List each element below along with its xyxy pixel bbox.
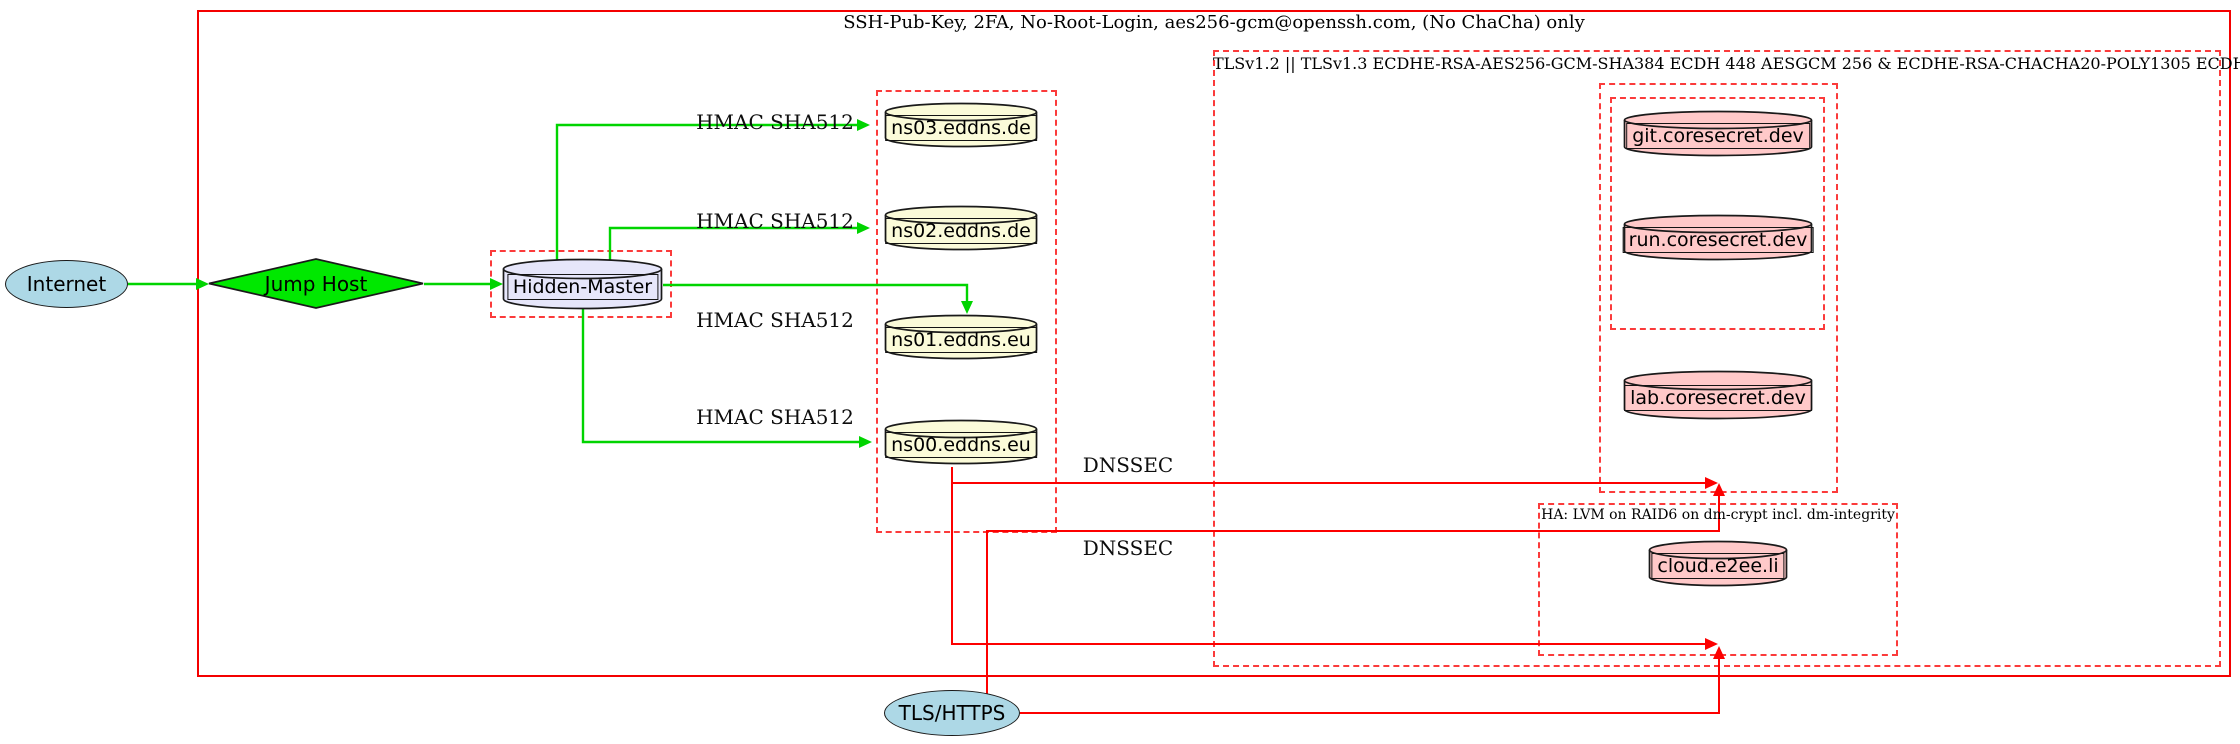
- node-ns01: ns01.eddns.eu: [884, 314, 1038, 360]
- node-ns03-label: ns03.eddns.de: [885, 114, 1037, 141]
- node-ns03: ns03.eddns.de: [884, 102, 1038, 148]
- node-internet-label: Internet: [26, 272, 107, 296]
- node-ns02-label: ns02.eddns.de: [885, 217, 1037, 244]
- edge-jumphost-hiddenmaster: [424, 278, 503, 290]
- node-lab-coresecret-label: lab.coresecret.dev: [1624, 385, 1812, 411]
- cluster-coresecret-inner-box: [1610, 97, 1825, 330]
- cluster-ssh-label: SSH-Pub-Key, 2FA, No-Root-Login, aes256-…: [843, 12, 1585, 33]
- node-cloud-e2ee-label: cloud.e2ee.li: [1651, 553, 1785, 580]
- edge-label-hmac-ns00: HMAC SHA512: [696, 405, 854, 429]
- node-run-coresecret-label: run.coresecret.dev: [1622, 227, 1814, 254]
- edge-label-hmac-ns02: HMAC SHA512: [696, 209, 854, 233]
- node-git-coresecret-label: git.coresecret.dev: [1626, 123, 1810, 150]
- edge-internet-jumphost: [128, 278, 209, 290]
- node-lab-coresecret: lab.coresecret.dev: [1623, 370, 1813, 420]
- node-git-coresecret: git.coresecret.dev: [1623, 110, 1813, 157]
- cluster-tls-box: [1213, 50, 2221, 667]
- node-cloud-e2ee: cloud.e2ee.li: [1648, 540, 1788, 587]
- cylinder-shape: [884, 102, 1038, 148]
- node-hidden-master: Hidden-Master: [502, 258, 663, 310]
- edge-label-dnssec-2: DNSSEC: [1082, 536, 1174, 560]
- node-hidden-master-label: Hidden-Master: [506, 274, 659, 301]
- node-ns01-label: ns01.eddns.eu: [885, 326, 1037, 353]
- node-jump-host: Jump Host: [208, 258, 424, 309]
- diamond-shape: [208, 258, 424, 309]
- edge-tlshttps-ha: [1020, 646, 1725, 714]
- node-ns00: ns00.eddns.eu: [884, 419, 1038, 465]
- cluster-ha-label: HA: LVM on RAID6 on dm-crypt incl. dm-in…: [1541, 507, 1895, 523]
- cluster-ssh-box: [197, 10, 2231, 677]
- edge-dnssec-ha: [951, 483, 1718, 650]
- cylinder-shape: [502, 258, 663, 310]
- edge-hiddenmaster-ns00: [581, 308, 872, 448]
- node-tls-https-label: TLS/HTTPS: [898, 701, 1006, 725]
- edge-hiddenmaster-ns02: [608, 222, 870, 264]
- edge-label-hmac-ns01: HMAC SHA512: [696, 308, 854, 332]
- node-ns00-label: ns00.eddns.eu: [885, 431, 1037, 458]
- node-tls-https: TLS/HTTPS: [884, 690, 1020, 736]
- edge-label-dnssec-1: DNSSEC: [1082, 453, 1174, 477]
- node-ns02: ns02.eddns.de: [884, 205, 1038, 251]
- edge-dnssec-coresecret: [951, 467, 1718, 489]
- node-run-coresecret: run.coresecret.dev: [1622, 214, 1814, 261]
- edge-label-hmac-ns03: HMAC SHA512: [696, 110, 854, 134]
- cluster-nameservers-box: [876, 90, 1057, 533]
- edge-hiddenmaster-ns01: [663, 283, 973, 314]
- node-internet: Internet: [5, 260, 128, 308]
- edge-tlshttps-coresecret: [986, 483, 1725, 695]
- node-jump-host-label: Jump Host: [264, 271, 368, 296]
- cluster-tls-label: TLSv1.2 || TLSv1.3 ECDHE-RSA-AES256-GCM-…: [1213, 54, 2240, 73]
- edge-hiddenmaster-ns03: [555, 119, 870, 264]
